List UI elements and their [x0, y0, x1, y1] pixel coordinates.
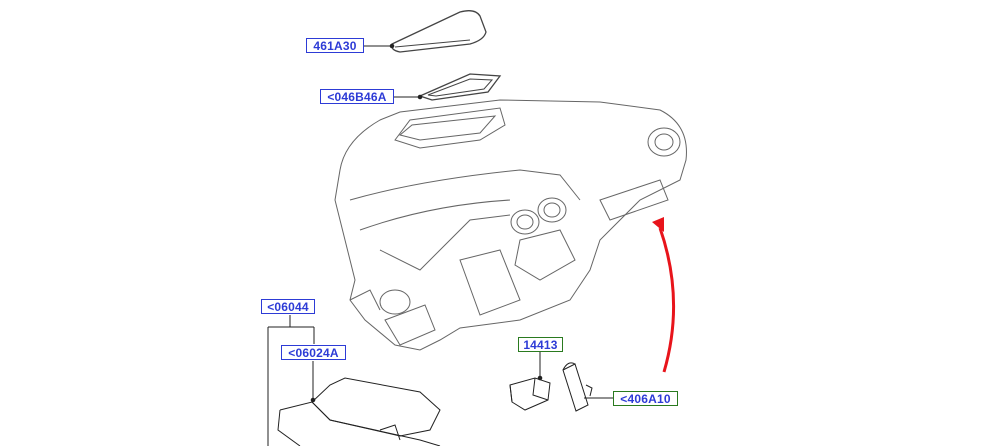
callout-461A30[interactable]: 461A30: [306, 38, 364, 53]
airbag-module-part: [277, 377, 441, 446]
knee-airbag-part: [562, 362, 593, 412]
callout-14413[interactable]: 14413: [518, 337, 563, 352]
callout-06024A[interactable]: <06024A: [281, 345, 346, 360]
instrument-panel-part: [334, 99, 687, 351]
bezel-part: [418, 73, 502, 101]
callout-046B46A[interactable]: <046B46A: [320, 89, 394, 104]
red-arrow-indicator: [652, 217, 676, 373]
storage-lid-part: [391, 10, 487, 53]
callout-406A10[interactable]: <406A10: [613, 391, 678, 406]
sensor-part: [509, 377, 551, 411]
callout-06044[interactable]: <06044: [261, 299, 315, 314]
leader-lines: [267, 43, 613, 446]
